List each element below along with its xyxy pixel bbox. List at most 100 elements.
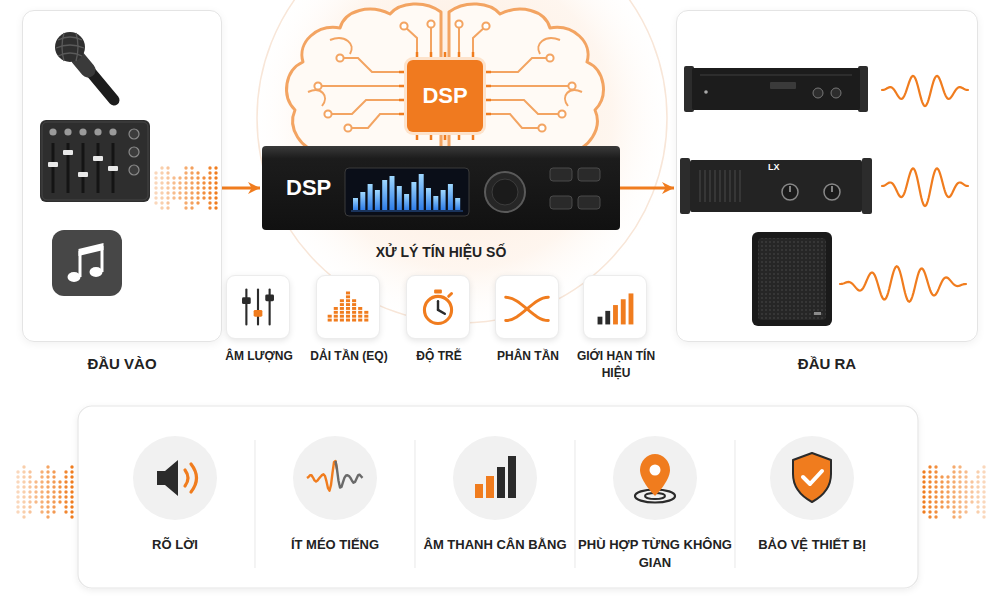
device-body — [404, 194, 409, 210]
sound-dots — [70, 475, 73, 478]
sound-dots — [22, 505, 25, 508]
sound-dots — [952, 490, 955, 493]
benefit-label: ÍT MÉO TIẾNG — [257, 536, 413, 554]
sound-dots — [922, 470, 925, 473]
sound-dots — [982, 515, 985, 518]
sound-dots — [40, 510, 43, 513]
sound-dots — [58, 490, 61, 493]
sound-dots — [940, 475, 943, 478]
sound-dots — [214, 176, 217, 179]
circuit-trace — [491, 114, 542, 128]
device-body — [397, 186, 402, 210]
function-icon — [346, 315, 350, 318]
benefit-label: BẢO VỆ THIẾT BỊ — [734, 536, 890, 554]
sound-dots — [52, 490, 55, 493]
device-body — [345, 168, 469, 216]
sound-dots — [922, 490, 925, 493]
function-icon — [437, 301, 439, 310]
sound-dots — [928, 515, 931, 518]
sound-dots — [208, 181, 211, 184]
function-icon — [346, 295, 350, 298]
circuit-trace — [336, 54, 343, 61]
function-icon — [334, 319, 338, 322]
sound-dots — [166, 196, 169, 199]
sound-dots — [22, 475, 25, 478]
loudspeaker — [758, 238, 826, 320]
sound-dots — [22, 480, 25, 483]
microphone — [55, 32, 85, 62]
chip-pin — [399, 85, 407, 88]
dsp-processor: DSPXỬ LÝ TÍN HIỆU SỐ — [262, 146, 620, 230]
circuit-trace — [318, 85, 399, 87]
sound-dots — [970, 485, 973, 488]
sound-dots — [70, 515, 73, 518]
brain-outline — [308, 90, 325, 106]
sound-dots — [964, 510, 967, 513]
function-icon — [227, 276, 289, 338]
benefit-icon — [336, 461, 363, 488]
device-body — [375, 190, 380, 210]
sound-dots — [928, 495, 931, 498]
mixer — [94, 128, 101, 135]
chip-pin — [444, 132, 447, 140]
benefit-icon — [453, 436, 537, 520]
sound-dots — [190, 206, 193, 209]
loudspeaker — [758, 238, 826, 320]
sound-dots — [922, 475, 925, 478]
sound-dots — [166, 181, 169, 184]
sound-dots — [16, 475, 19, 478]
mixer — [129, 165, 139, 175]
sound-dots — [202, 191, 205, 194]
function-icon — [496, 276, 558, 338]
sound-dots — [46, 480, 49, 483]
function-label: DẢI TẦN (EQ) — [301, 348, 397, 365]
device-body — [411, 182, 416, 210]
sound-dots — [70, 480, 73, 483]
device-body — [351, 211, 463, 212]
amplifier — [782, 184, 798, 200]
sound-dots — [196, 181, 199, 184]
amplifier — [862, 158, 872, 214]
sound-dots — [946, 495, 949, 498]
sound-dots — [154, 171, 157, 174]
sound-dots — [178, 196, 181, 199]
sound-dots — [52, 485, 55, 488]
amplifier — [831, 88, 841, 98]
function-icon — [340, 299, 344, 302]
function-icon — [605, 311, 610, 325]
sound-dots — [196, 171, 199, 174]
sound-dots — [940, 500, 943, 503]
benefit-item: RÕ LỜI — [97, 436, 253, 576]
sound-dots — [70, 505, 73, 508]
sound-dots — [58, 500, 61, 503]
sound-dots — [958, 515, 961, 518]
sound-dots — [40, 490, 43, 493]
sound-dots — [958, 465, 961, 468]
function-box: ĐỘ TRỄ — [406, 275, 470, 339]
chip-pin — [416, 132, 419, 140]
amplifier — [770, 82, 796, 89]
benefit-item: PHÙ HỢP TỪNG KHÔNG GIAN — [577, 436, 733, 576]
mixer — [40, 120, 150, 202]
sound-wave — [882, 169, 968, 206]
sound-dots — [976, 470, 979, 473]
benefit-item: ÂM THANH CÂN BẰNG — [417, 436, 573, 576]
sound-dots — [28, 495, 31, 498]
input-panel: ĐẦU VÀO — [22, 10, 222, 342]
sound-dots — [46, 515, 49, 518]
sound-dots — [922, 505, 925, 508]
sound-dots — [22, 465, 25, 468]
sound-dots — [196, 191, 199, 194]
device-caption: XỬ LÝ TÍN HIỆU SỐ — [262, 243, 620, 261]
function-icon — [613, 305, 618, 324]
sound-dots — [64, 490, 67, 493]
sound-dots — [952, 485, 955, 488]
function-icon — [346, 292, 350, 295]
sound-dots — [46, 470, 49, 473]
loudspeaker — [752, 232, 832, 326]
amplifier — [680, 158, 690, 214]
sound-dots — [976, 505, 979, 508]
function-icon — [340, 311, 344, 314]
sound-dots — [964, 480, 967, 483]
bottom-panel — [574, 440, 575, 568]
